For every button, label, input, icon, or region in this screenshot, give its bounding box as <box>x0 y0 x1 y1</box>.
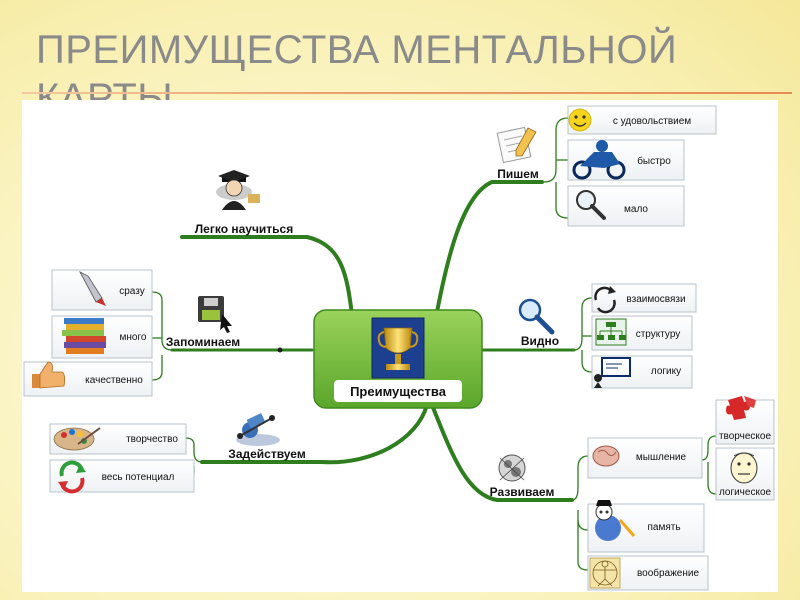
leaf-engage-0: творчество <box>49 423 187 455</box>
branch-label-write: Пишем <box>497 167 539 181</box>
smiley-icon <box>568 108 592 132</box>
leaf-label-develop-0: мышление <box>636 452 687 463</box>
junction-dot <box>277 347 283 353</box>
leaf-label-develop-2: воображение <box>637 567 700 579</box>
leaf-see-2: логику <box>591 355 693 389</box>
center-label: Преимущества <box>350 384 447 399</box>
presentation-icon <box>594 357 631 388</box>
title-divider <box>22 92 792 94</box>
floppy-disk-icon <box>198 296 232 333</box>
branch-label-engage: Задействуем <box>228 447 306 461</box>
leaf-label-engage-1: весь потенциал <box>102 472 175 483</box>
memory-cartoon-icon <box>595 500 636 541</box>
branch-learn: Легко научиться <box>195 170 293 236</box>
magnifier-icon <box>518 298 555 335</box>
leaf-label-write-1: быстро <box>637 155 671 167</box>
branch-label-remember: Запоминаем <box>166 335 240 349</box>
branch-line-learn <box>180 235 354 317</box>
branch-label-learn: Легко научиться <box>195 222 293 236</box>
leaf-develop-2: воображение <box>587 555 709 591</box>
leaf-label-develop-0-sub-0: творческое <box>719 431 772 442</box>
main-branches <box>170 180 576 502</box>
puzzle-icon <box>726 396 756 420</box>
leaf-label-remember-0: сразу <box>119 286 144 297</box>
graduate-icon <box>216 170 260 210</box>
leaf-label-remember-2: качественно <box>85 375 143 386</box>
leaf-develop-0-sub-1: логическое <box>715 447 775 501</box>
pencil-paper-icon <box>496 126 537 164</box>
thinking-face-icon <box>730 452 758 484</box>
leaf-write-0: с удовольствием <box>567 105 717 135</box>
leaf-write-2: мало <box>567 185 685 227</box>
leaf-remember-1: много <box>51 315 153 359</box>
branch-write: Пишем с удовольствием быстро <box>496 105 717 227</box>
leaf-label-write-0: с удовольствием <box>613 116 691 127</box>
thumbs-up-icon <box>32 361 66 389</box>
dumbbell-icon <box>236 413 280 446</box>
leaf-see-1: структуру <box>591 315 693 351</box>
leaf-write-1: быстро <box>567 139 685 181</box>
vitruvian-man-icon <box>589 557 621 589</box>
mindmap-diagram: Преимущества Легко научиться Запоминаем <box>23 105 775 591</box>
leaf-label-see-0: взаимосвязи <box>626 294 685 305</box>
branch-label-see: Видно <box>521 334 559 348</box>
leaf-remember-2: качественно <box>23 361 153 397</box>
trophy-icon <box>377 327 419 370</box>
slide-title: ПРЕИМУЩЕСТВА МЕНТАЛЬНОЙ КАРТЫ <box>36 28 678 120</box>
recycle-arrows-icon <box>58 460 86 494</box>
motorbike-icon <box>572 140 626 180</box>
branch-line-write <box>435 180 544 314</box>
branch-line-engage <box>200 403 429 465</box>
cycle-arrows-icon <box>594 286 616 314</box>
branch-remember: Запоминаем сразу много <box>23 269 240 397</box>
center-node: Преимущества <box>313 309 483 409</box>
leaf-remember-0: сразу <box>51 269 153 311</box>
leaf-label-engage-0: творчество <box>126 434 178 445</box>
leaf-label-remember-1: много <box>120 332 147 343</box>
leaf-connectors <box>151 117 717 571</box>
brain-gears-icon <box>498 454 526 482</box>
branch-line-develop <box>430 403 574 502</box>
org-chart-icon <box>595 318 627 346</box>
leaf-develop-0: мышление <box>587 437 703 479</box>
mindmap-canvas: Преимущества Легко научиться Запоминаем <box>22 100 778 592</box>
brain-icon <box>592 445 620 467</box>
leaf-develop-1: память <box>587 500 705 553</box>
leaf-engage-1: весь потенциал <box>49 459 195 494</box>
branch-develop: Развиваем мышление творческое <box>490 396 775 591</box>
books-icon <box>62 318 106 354</box>
leaf-label-write-2: мало <box>624 204 648 215</box>
branch-engage: Задействуем творчество весь п <box>49 413 306 494</box>
leaf-label-see-1: структуру <box>636 329 681 340</box>
leaf-see-0: взаимосвязи <box>591 283 697 314</box>
leaf-label-develop-1: память <box>647 522 680 533</box>
leaf-label-see-2: логику <box>651 366 681 377</box>
pen-icon <box>79 271 106 306</box>
leaf-label-develop-0-sub-1: логическое <box>719 487 772 498</box>
branch-label-develop: Развиваем <box>490 485 555 499</box>
branch-see: Видно взаимосвязи структуру <box>518 283 697 389</box>
leaf-develop-0-sub-0: творческое <box>715 396 775 445</box>
palette-icon <box>53 427 101 451</box>
magnifier-icon <box>576 190 606 220</box>
